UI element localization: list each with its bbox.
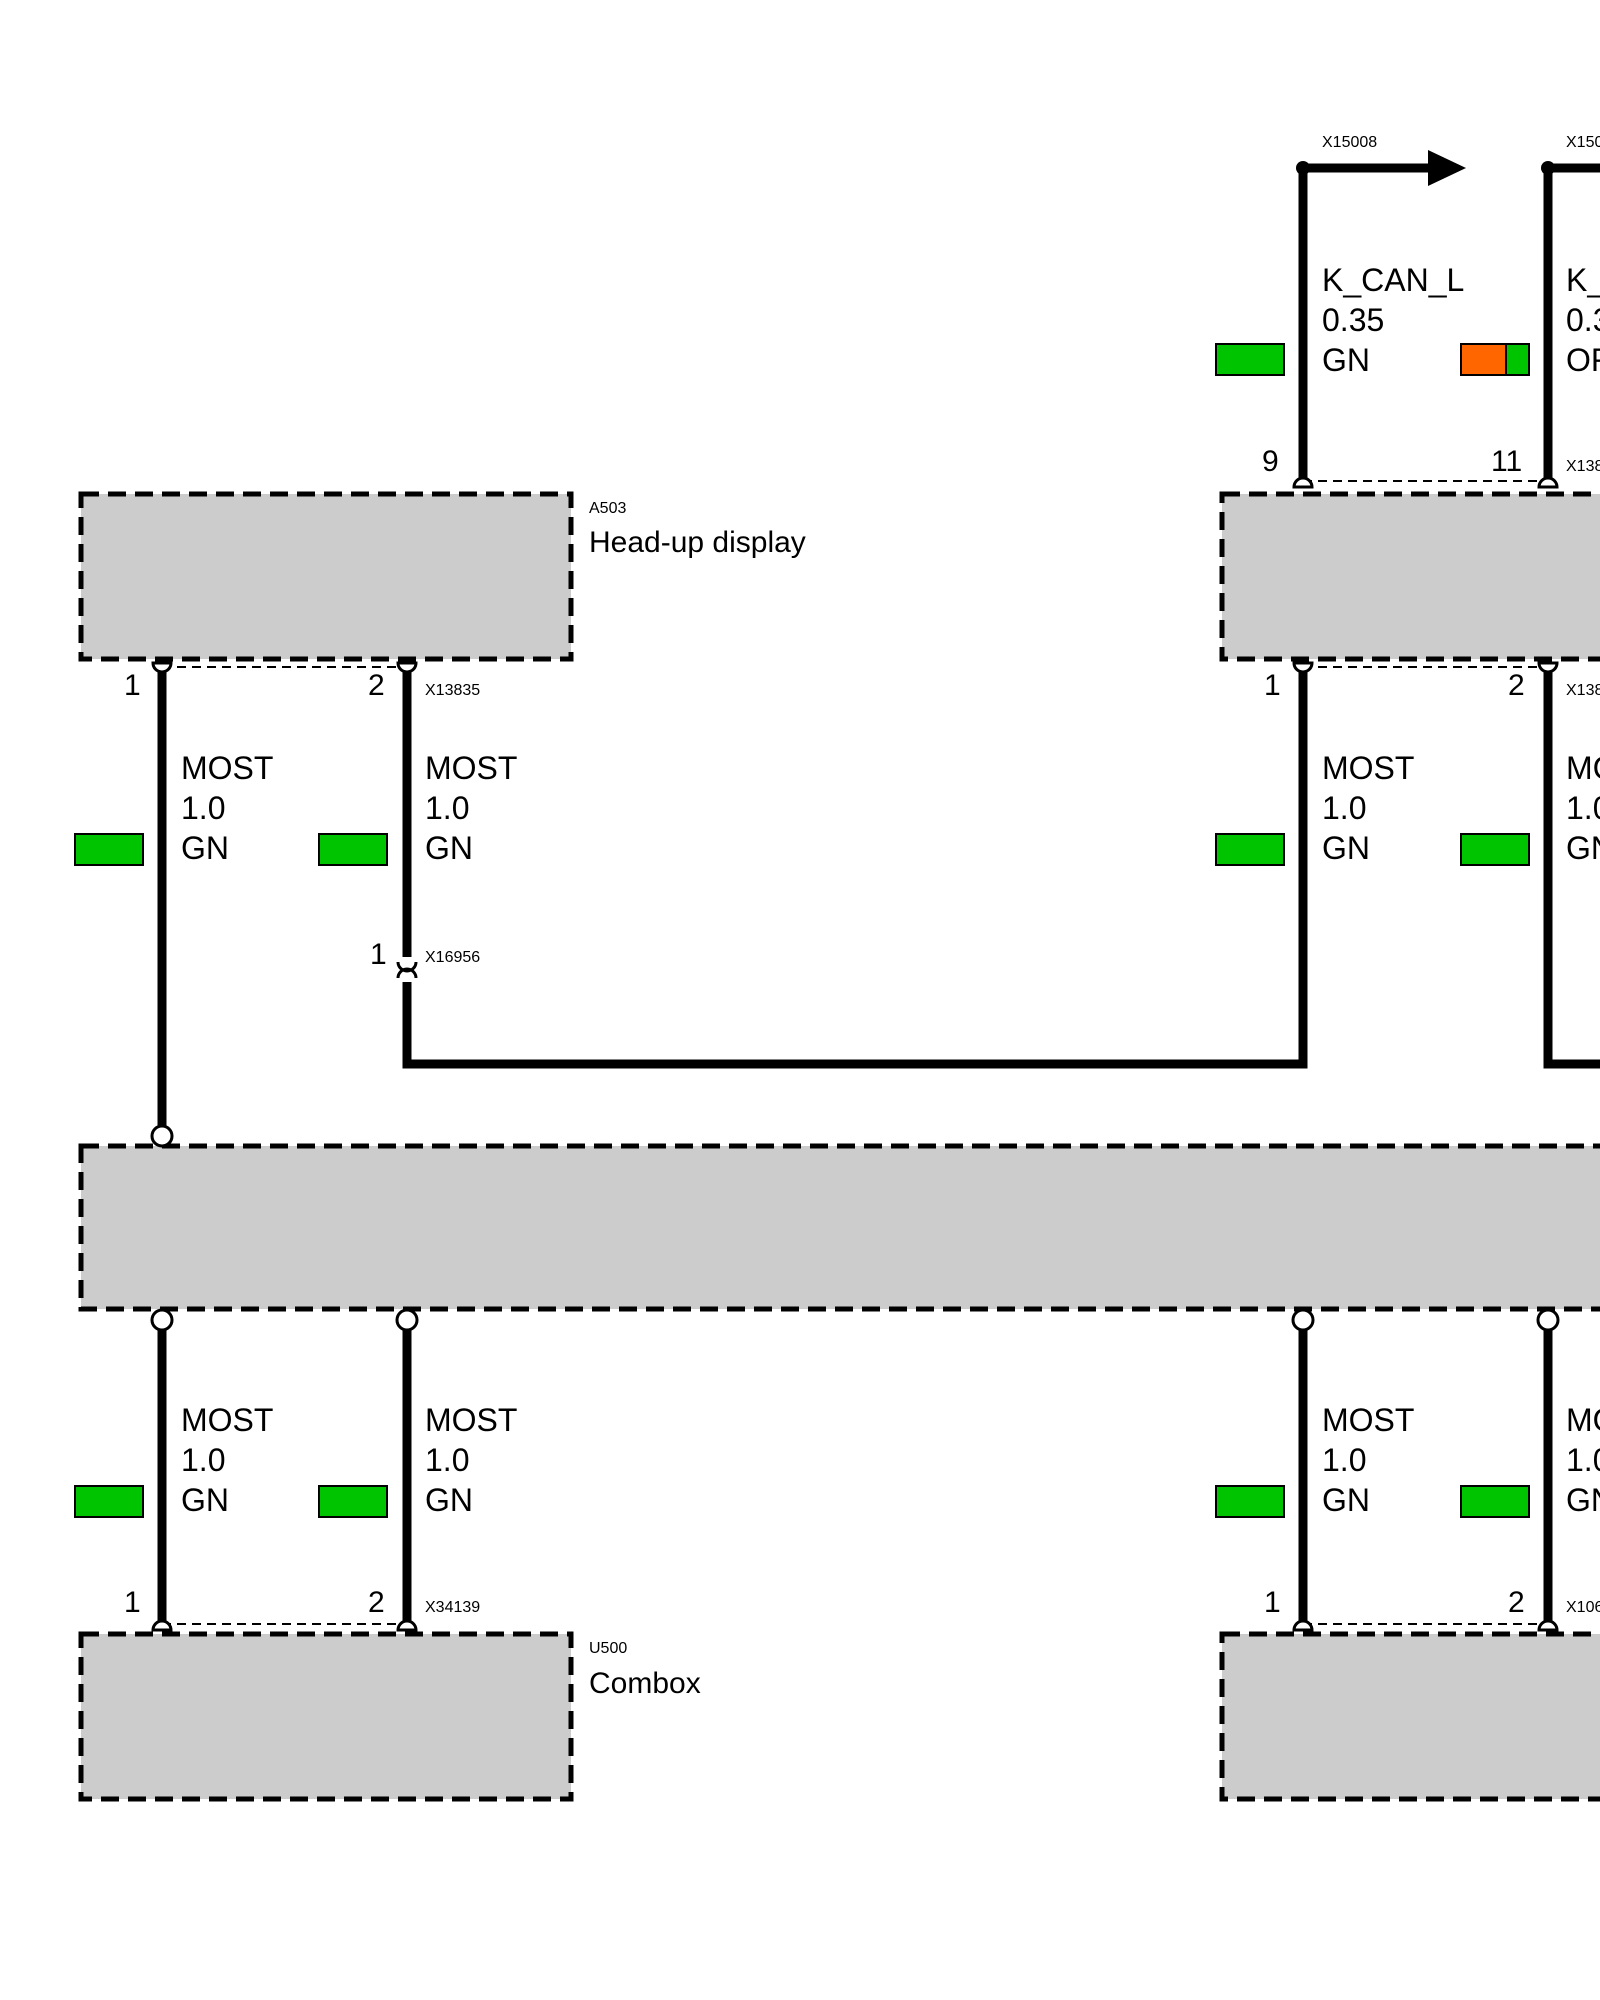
wire-size: 0.35: [1322, 302, 1384, 338]
wire-size: 1.0: [425, 1442, 469, 1478]
pin-number: 1: [124, 669, 141, 702]
socket-terminals: [151, 476, 1559, 1632]
wire-color: GN: [1322, 830, 1370, 866]
color-swatches: [74, 343, 1530, 1518]
wire-label-most-partial: MC 1.0 GN: [1566, 750, 1600, 866]
wire-label-most: MOST 1.0 GN: [181, 750, 273, 866]
wire-signal: MOST: [1322, 750, 1414, 786]
wire-color: GN: [425, 830, 473, 866]
wire-signal: MOST: [181, 750, 273, 786]
wire-signal: MO: [1566, 1402, 1600, 1438]
wire-size: 1.0: [181, 790, 225, 826]
wire-signal: MOST: [425, 1402, 517, 1438]
wire-signal: MOST: [1322, 1402, 1414, 1438]
wire-signal: K_: [1566, 262, 1600, 298]
pin-number: 2: [368, 669, 385, 702]
component-middle-box[interactable]: [78, 1143, 1600, 1312]
component-top-right-box[interactable]: [1219, 491, 1600, 662]
wire-label-most: MOST 1.0 GN: [1322, 750, 1414, 866]
wire-size: 1.0: [1566, 790, 1600, 826]
wire-size: 0.3: [1566, 302, 1600, 338]
swatch-gn: [1215, 833, 1285, 866]
wire-size: 1.0: [1322, 790, 1366, 826]
wire-label-most-partial: MO 1.0 GN: [1566, 1402, 1600, 1518]
connector-label-x15008: X15008: [1322, 134, 1377, 151]
component-a503-box[interactable]: [78, 491, 574, 662]
wire-color: GN: [181, 1482, 229, 1518]
arrow-right-icon: [1428, 150, 1466, 186]
wire-size: 1.0: [181, 1442, 225, 1478]
wire-color: GN: [1322, 1482, 1370, 1518]
connector-x16956: [396, 961, 418, 979]
wire-label-most: MOST 1.0 GN: [181, 1402, 273, 1518]
wire-label-most: MOST 1.0 GN: [1322, 1402, 1414, 1518]
wire-label-kcan-l: K_CAN_L 0.35 GN: [1322, 262, 1464, 378]
swatch-gn: [74, 1485, 144, 1518]
connector-label-x34139: X34139: [425, 1599, 480, 1616]
pin-number: 2: [1508, 1586, 1525, 1619]
connector-label-x150: X150: [1566, 134, 1600, 151]
swatch-gn: [1460, 1485, 1530, 1518]
connector-label-x16956: X16956: [425, 949, 480, 966]
swatch-gn: [1215, 343, 1285, 376]
component-id-u500: U500: [589, 1640, 627, 1657]
wire-size: 1.0: [425, 790, 469, 826]
pin-number: 1: [1264, 669, 1281, 702]
wire-size: 1.0: [1566, 1442, 1600, 1478]
component-u500-box[interactable]: [78, 1631, 574, 1802]
pin-number: 1: [1264, 1586, 1281, 1619]
component-name-a503: Head-up display: [589, 526, 806, 559]
wire-signal: MC: [1566, 750, 1600, 786]
wire-signal: MOST: [181, 1402, 273, 1438]
connector-label-x106: X106: [1566, 1599, 1600, 1616]
swatch-gn: [318, 1485, 388, 1518]
pin-number: 2: [1508, 669, 1525, 702]
wire-label-most: MOST 1.0 GN: [425, 750, 517, 866]
swatch-gn: [1460, 833, 1530, 866]
connector-label-x138-top: X138: [1566, 458, 1600, 475]
swatch-gn: [1215, 1485, 1285, 1518]
component-id-a503: A503: [589, 500, 626, 517]
connector-label-x13835: X13835: [425, 682, 480, 699]
wire-label-most: MOST 1.0 GN: [425, 1402, 517, 1518]
wire-color: GN: [1322, 342, 1370, 378]
component-name-u500: Combox: [589, 1667, 701, 1700]
wire-color: GN: [425, 1482, 473, 1518]
pin-number: 11: [1491, 445, 1522, 478]
wire-signal: MOST: [425, 750, 517, 786]
terminal-open-circles: [150, 1124, 1560, 1332]
swatch-gn: [318, 833, 388, 866]
swatch-or-gn: [1460, 343, 1512, 376]
wire-color: OR: [1566, 342, 1600, 378]
terminals: [1296, 161, 1555, 175]
connector-bridges: [162, 480, 1548, 1625]
swatch-gn: [74, 833, 144, 866]
pin-number: 1: [124, 1586, 141, 1619]
wire-label-kcan-partial: K_ 0.3 OR: [1566, 262, 1600, 378]
swatch-gn-stripe: [1505, 343, 1530, 376]
pin-number: 1: [370, 938, 387, 971]
component-bottom-right-box[interactable]: [1219, 1631, 1600, 1802]
connector-label-x138-bottom: X138: [1566, 682, 1600, 699]
wire-color: GN: [181, 830, 229, 866]
pin-number: 9: [1262, 445, 1279, 478]
wire-size: 1.0: [1322, 1442, 1366, 1478]
wire-color: GN: [1566, 1482, 1600, 1518]
wires: [157, 163, 1600, 1624]
wire-signal: K_CAN_L: [1322, 262, 1464, 298]
pin-number: 2: [368, 1586, 385, 1619]
wire-color: GN: [1566, 830, 1600, 866]
